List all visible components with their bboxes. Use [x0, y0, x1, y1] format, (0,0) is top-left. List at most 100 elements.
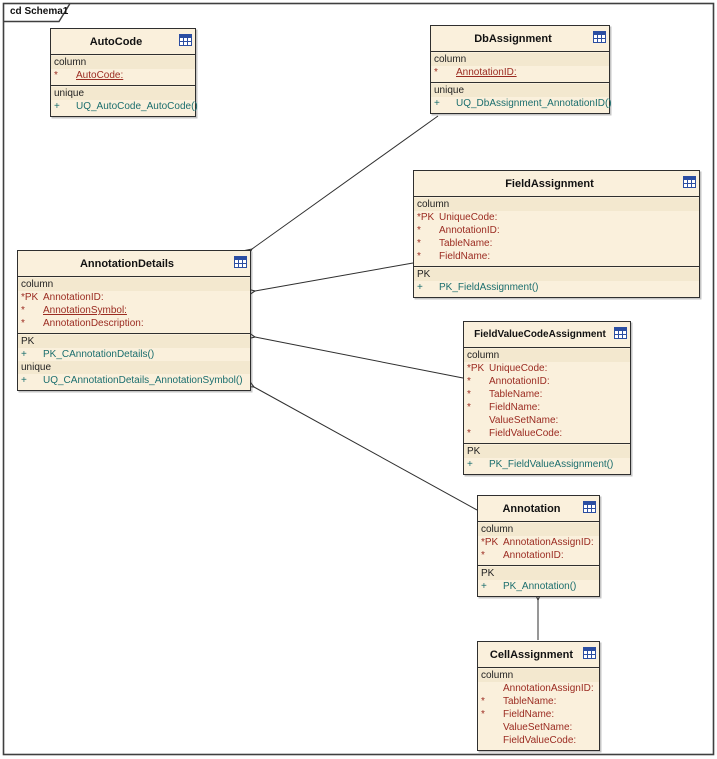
column-marker: * — [481, 550, 485, 561]
column-marker: * — [417, 238, 421, 249]
entity-title: Annotation — [502, 502, 561, 515]
entity-title: AutoCode — [89, 35, 143, 48]
section-header: unique — [431, 84, 609, 97]
compartment-columns: column * AutoCode: — [51, 55, 195, 85]
entity-title: CellAssignment — [489, 648, 574, 661]
operation-row: + PK_Annotation() — [478, 580, 599, 593]
table-icon — [683, 176, 696, 188]
compartment-columns: column *PK AnnotationAssignID: * Annotat… — [478, 522, 599, 565]
column-name: FieldName: — [489, 402, 541, 413]
frame-label: cd Schema1 — [10, 6, 69, 17]
column-name: ValueSetName: — [489, 415, 559, 426]
connector-annotation-annotationdetails[interactable] — [244, 378, 478, 511]
operation-marker: + — [21, 375, 27, 386]
section-header: unique — [51, 87, 195, 100]
column-name: FieldName: — [439, 251, 491, 262]
column-row: *PK UniqueCode: — [414, 211, 699, 224]
column-marker — [481, 734, 503, 747]
entity-autocode[interactable]: AutoCode column * AutoCode: unique + UQ_… — [50, 28, 198, 117]
column-marker: *PK — [481, 537, 499, 548]
operation-name: PK_CAnnotationDetails() — [43, 349, 155, 360]
entity-title: AnnotationDetails — [79, 257, 175, 270]
column-row: * FieldName: — [464, 401, 630, 414]
column-row: * TableName: — [414, 237, 699, 250]
section-header: PK — [478, 567, 599, 580]
connector-fieldassignment-annotationdetails[interactable] — [245, 262, 414, 297]
column-row: * AnnotationID: — [478, 549, 599, 562]
entity-cellassignment[interactable]: CellAssignment column AnnotationAssignID… — [477, 641, 600, 751]
section-header: unique — [18, 361, 250, 374]
entity-annotationdetails[interactable]: AnnotationDetails column *PK AnnotationI… — [17, 250, 251, 391]
compartment-constraints: PK + PK_Annotation() — [478, 565, 599, 596]
column-marker: * — [417, 251, 421, 262]
compartment-constraints: PK + PK_FieldAssignment() — [414, 266, 699, 297]
operation-marker: + — [21, 349, 27, 360]
connector-dbassignment-annotationdetails[interactable] — [242, 115, 439, 258]
column-marker: * — [54, 70, 58, 81]
column-marker: * — [21, 305, 25, 316]
section-header: column — [414, 198, 699, 211]
operation-row: + PK_CAnnotationDetails() — [18, 348, 250, 361]
column-marker — [481, 682, 503, 695]
section-header: column — [431, 53, 609, 66]
column-name: AnnotationID: — [456, 67, 517, 78]
compartment-columns: column AnnotationAssignID: * TableName: … — [478, 668, 599, 750]
compartment-columns: column * AnnotationID: — [431, 52, 609, 82]
entity-annotation[interactable]: Annotation column *PK AnnotationAssignID… — [477, 495, 600, 597]
operation-name: PK_FieldValueAssignment() — [489, 459, 614, 470]
operation-name: UQ_AutoCode_AutoCode() — [76, 101, 198, 112]
section-header: column — [478, 523, 599, 536]
column-row: * AnnotationSymbol: — [18, 304, 250, 317]
column-name: TableName: — [489, 389, 543, 400]
frame-tab — [3, 3, 71, 23]
column-row: * AnnotationID: — [414, 224, 699, 237]
column-marker: * — [434, 67, 438, 78]
operation-name: UQ_CAnnotationDetails_AnnotationSymbol() — [43, 375, 243, 386]
connector-fieldvaluecodeassignment-annotationdetails[interactable] — [245, 330, 464, 379]
table-icon — [583, 501, 596, 513]
table-icon — [234, 256, 247, 268]
column-name: AnnotationID: — [489, 376, 550, 387]
section-header: column — [18, 278, 250, 291]
column-name: AnnotationDescription: — [43, 318, 144, 329]
column-row: *PK UniqueCode: — [464, 362, 630, 375]
column-name: AnnotationAssignID: — [503, 683, 594, 694]
column-row: * AnnotationDescription: — [18, 317, 250, 330]
operation-row: + PK_FieldAssignment() — [414, 281, 699, 294]
column-row: ValueSetName: — [478, 721, 599, 734]
column-name: UniqueCode: — [489, 363, 548, 374]
compartment-columns: column *PK UniqueCode: * AnnotationID: *… — [464, 348, 630, 443]
operation-marker: + — [481, 581, 487, 592]
operation-row: + UQ_AutoCode_AutoCode() — [51, 100, 198, 113]
section-header: column — [464, 349, 630, 362]
column-marker: * — [21, 318, 25, 329]
column-name: AnnotationID: — [503, 550, 564, 561]
operation-name: PK_FieldAssignment() — [439, 282, 539, 293]
column-name: AnnotationSymbol: — [43, 305, 127, 316]
column-name: AnnotationID: — [43, 292, 104, 303]
column-marker: *PK — [417, 212, 435, 223]
entity-fieldvaluecodeassignment[interactable]: FieldValueCodeAssignment column *PK Uniq… — [463, 321, 631, 475]
section-header: PK — [18, 335, 250, 348]
compartment-constraints: unique + UQ_DbAssignment_AnnotationID() — [431, 82, 612, 113]
column-row: * TableName: — [464, 388, 630, 401]
column-marker: * — [481, 696, 485, 707]
section-header: PK — [464, 445, 630, 458]
column-row: * AnnotationID: — [464, 375, 630, 388]
column-name: TableName: — [439, 238, 493, 249]
entity-fieldassignment[interactable]: FieldAssignment column *PK UniqueCode: *… — [413, 170, 700, 298]
operation-name: PK_Annotation() — [503, 581, 577, 592]
compartment-constraints: unique + UQ_AutoCode_AutoCode() — [51, 85, 198, 116]
column-row: *PK AnnotationID: — [18, 291, 250, 304]
column-name: AutoCode: — [76, 70, 124, 81]
entity-dbassignment[interactable]: DbAssignment column * AnnotationID: uniq… — [430, 25, 612, 114]
operation-marker: + — [467, 459, 473, 470]
column-row: * FieldName: — [414, 250, 699, 263]
column-row: AnnotationAssignID: — [478, 682, 599, 695]
compartment-columns: column *PK AnnotationID: * AnnotationSym… — [18, 277, 250, 333]
column-marker: * — [417, 225, 421, 236]
column-marker: *PK — [21, 292, 39, 303]
table-icon — [583, 647, 596, 659]
